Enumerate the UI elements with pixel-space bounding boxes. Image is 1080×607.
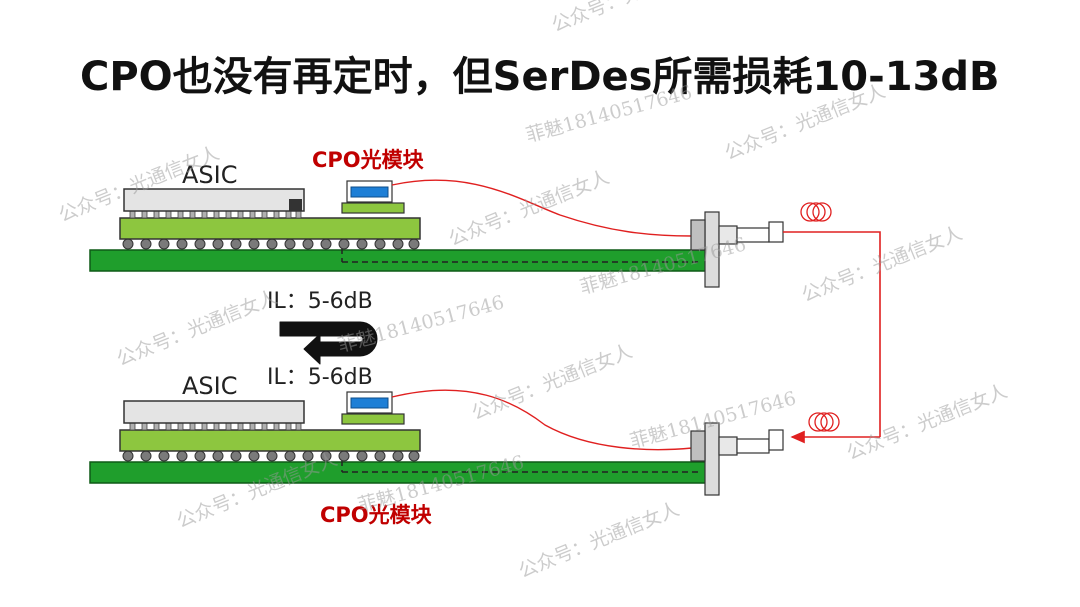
top-asic-label: ASIC xyxy=(182,161,238,189)
watermarks: 公众号：光通信女人 菲魅18140517646 公众号：光通信女人 公众号：光通… xyxy=(56,0,1011,583)
top-connector xyxy=(690,211,784,288)
bottom-fiber xyxy=(391,389,693,451)
top-bga-balls xyxy=(122,238,420,250)
page-title: CPO也没有再定时，但SerDes所需损耗10-13dB xyxy=(80,54,1000,100)
watermark: 公众号：光通信女人 xyxy=(549,0,716,37)
top-cpo-chip xyxy=(350,186,389,198)
u-turn-arrow-icon xyxy=(279,321,378,365)
bottom-substrate xyxy=(119,429,421,452)
loss-indicator: IL：5-6dB IL：5-6dB xyxy=(267,289,378,390)
top-assembly: ASIC CPO光模块 xyxy=(89,148,784,288)
bottom-il-label: IL：5-6dB xyxy=(267,365,373,390)
top-il-label: IL：5-6dB xyxy=(267,289,373,314)
watermark: 公众号：光通信女人 xyxy=(799,222,966,306)
top-fiber-coil-icon xyxy=(800,202,832,222)
top-asic-bumps xyxy=(129,210,302,219)
bottom-bga-balls xyxy=(122,450,420,462)
top-cpo-board xyxy=(341,202,405,214)
watermark: 菲魅18140517646 xyxy=(524,81,695,147)
watermark: 公众号：光通信女人 xyxy=(469,340,636,424)
top-fiber xyxy=(391,179,693,237)
watermark: 公众号：光通信女人 xyxy=(114,286,281,370)
bottom-assembly: ASIC CPO光模块 xyxy=(89,372,784,527)
bottom-cpo-label: CPO光模块 xyxy=(320,503,433,527)
bottom-cpo-board xyxy=(341,413,405,425)
bottom-asic-label: ASIC xyxy=(182,372,238,400)
watermark: 公众号：光通信女人 xyxy=(844,380,1011,464)
bottom-fiber-coil-icon xyxy=(808,412,840,432)
watermark: 公众号：光通信女人 xyxy=(722,80,889,164)
watermark: 公众号：光通信女人 xyxy=(446,166,613,250)
external-fiber-link xyxy=(783,202,881,444)
bottom-asic-bumps xyxy=(129,422,302,431)
top-asic-die xyxy=(123,188,305,212)
watermark: 公众号：光通信女人 xyxy=(516,498,683,582)
bottom-connector xyxy=(690,422,784,496)
top-cpo-label: CPO光模块 xyxy=(312,148,425,172)
bottom-cpo-chip xyxy=(350,397,389,409)
top-substrate xyxy=(119,217,421,240)
bottom-asic-die xyxy=(123,400,305,424)
